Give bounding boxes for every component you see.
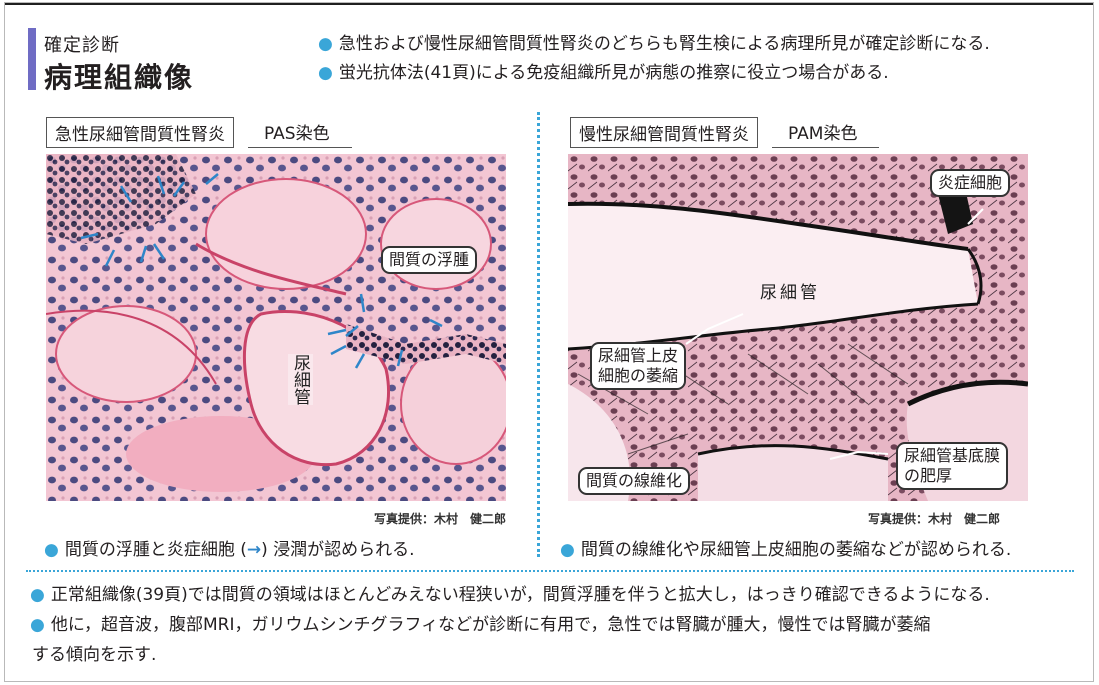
bullet-icon: ● (318, 63, 333, 83)
left-photo-credit: 写真提供：木村 健二郎 (374, 512, 507, 526)
left-micrograph: 間質の浮腫 尿細管 (46, 154, 506, 501)
left-panel-title: 急性尿細管間質性腎炎 (46, 117, 234, 148)
panel-divider (537, 112, 540, 557)
section-title: 病理組織像 (44, 61, 195, 94)
footer-separator (26, 570, 1074, 572)
footer-note-continuation: する傾向を示す. (32, 645, 157, 665)
bullet-icon: ● (30, 615, 45, 635)
left-caption: ●間質の浮腫と炎症細胞 (→) 浸潤が認められる. (44, 540, 415, 560)
header-note: ●蛍光抗体法(41頁)による免疫組織所見が病態の推察に役立つ場合がある. (318, 63, 889, 83)
footer-notes: ●正常組織像(39頁)では間質の領域はほとんどみえない程狭いが，間質浮腫を伴うと… (30, 580, 1078, 670)
bullet-icon: ● (44, 540, 59, 560)
inflammatory-cells-label: 炎症細胞 (930, 169, 1011, 197)
footer-note: ●正常組織像(39頁)では間質の領域はほとんどみえない程狭いが，間質浮腫を伴うと… (30, 585, 990, 605)
right-panel-title: 慢性尿細管間質性腎炎 (570, 117, 758, 148)
footer-note: ●他に，超音波，腹部MRI，ガリウムシンチグラフィなどが診断に有用で，急性では腎… (30, 615, 931, 635)
right-panel-stain: PAM染色 (772, 119, 880, 148)
bullet-icon: ● (30, 585, 45, 605)
left-panel-header: 急性尿細管間質性腎炎 PAS染色 (46, 117, 352, 148)
right-micrograph: 尿細管 炎症細胞 尿細管上皮細胞の萎縮 間質の線維化 尿細管基底膜の肥厚 (568, 154, 1028, 501)
page-frame (4, 2, 1094, 682)
section-label: 確定診断 (44, 35, 120, 56)
basement-thickening-label: 尿細管基底膜の肥厚 (896, 442, 1009, 490)
tubule-label-left: 尿細管 (288, 354, 313, 405)
top-rule (4, 2, 1094, 5)
epithelial-atrophy-label: 尿細管上皮細胞の萎縮 (590, 342, 687, 390)
header-note: ●急性および慢性尿細管間質性腎炎のどちらも腎生検による病理所見が確定診断になる. (318, 34, 990, 54)
right-caption: ●間質の線維化や尿細管上皮細胞の萎縮などが認められる. (560, 540, 1012, 560)
right-panel-header: 慢性尿細管間質性腎炎 PAM染色 (570, 117, 880, 148)
header-notes: ●急性および慢性尿細管間質性腎炎のどちらも腎生検による病理所見が確定診断になる.… (318, 30, 990, 88)
left-panel-stain: PAS染色 (248, 119, 352, 148)
fibrosis-label: 間質の線維化 (578, 467, 691, 495)
tubule-label-right: 尿細管 (760, 283, 820, 303)
edema-label: 間質の浮腫 (381, 246, 478, 274)
right-photo-credit: 写真提供：木村 健二郎 (868, 512, 1001, 526)
section-accent-bar (28, 28, 36, 90)
pas-stain-image (46, 154, 506, 501)
arrow-icon: → (246, 540, 262, 560)
bullet-icon: ● (560, 540, 575, 560)
bullet-icon: ● (318, 34, 333, 54)
